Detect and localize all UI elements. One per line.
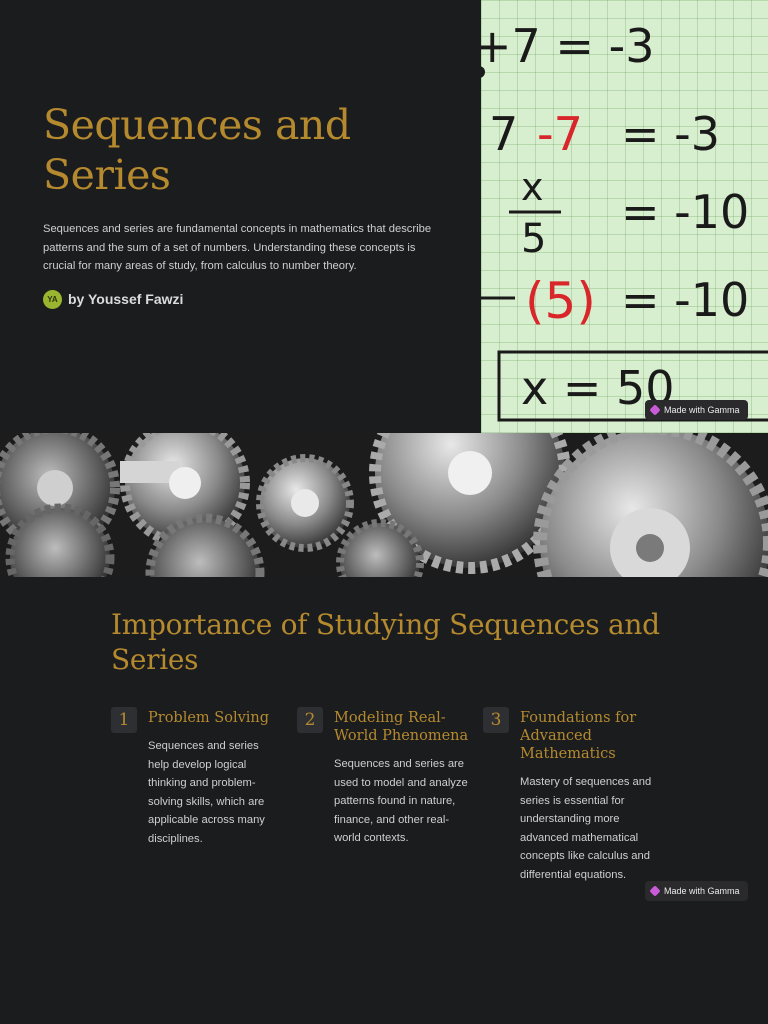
equation-line-3-rhs: = -10 xyxy=(621,185,749,239)
slide-title: Sequences and Series xyxy=(43,100,443,200)
author-name: by Youssef Fawzi xyxy=(68,291,184,307)
equation-line-2-a: 7 xyxy=(489,107,518,161)
list-item: 1 Problem Solving Sequences and series h… xyxy=(111,707,291,848)
author-byline: YA by Youssef Fawzi xyxy=(43,289,443,309)
equation-line-4-paren: (5) xyxy=(525,272,596,330)
item-description: Mastery of sequences and series is essen… xyxy=(520,776,652,881)
slide-title-line-2: Series xyxy=(43,151,171,199)
gears-image xyxy=(0,433,768,577)
badge-label: Made with Gamma xyxy=(664,886,740,896)
list-item: 3 Foundations for Advanced Mathematics M… xyxy=(483,707,663,884)
importance-slide: Importance of Studying Sequences and Ser… xyxy=(0,577,768,1024)
answer-box xyxy=(497,350,768,422)
title-slide: Sequences and Series Sequences and serie… xyxy=(0,0,768,433)
slide-title-line-1: Sequences and xyxy=(43,101,351,149)
made-with-gamma-badge[interactable]: Made with Gamma xyxy=(645,881,748,901)
avatar: YA xyxy=(43,289,62,309)
item-title: Modeling Real-World Phenomena xyxy=(334,710,469,744)
item-title: Problem Solving xyxy=(148,710,270,726)
equation-line-2-b: -7 xyxy=(537,107,583,161)
margin-mark xyxy=(481,66,485,78)
slide-2-title: Importance of Studying Sequences and Ser… xyxy=(111,608,660,676)
item-body: Modeling Real-World Phenomena Sequences … xyxy=(334,707,474,848)
item-body: Foundations for Advanced Mathematics Mas… xyxy=(520,707,660,884)
equation-line-4-rhs: = -10 xyxy=(621,273,749,327)
item-description: Sequences and series are used to model a… xyxy=(334,758,468,844)
item-number-badge: 3 xyxy=(483,707,509,733)
gamma-logo-icon xyxy=(649,404,661,416)
badge-label: Made with Gamma xyxy=(664,405,740,415)
fraction-denominator: 5 xyxy=(521,216,546,262)
equation-line-2-c: = -3 xyxy=(621,107,720,161)
math-equation-image: +7 = -3 7 -7 = -3 x 5 = -10 (5) = -10 x … xyxy=(481,0,768,433)
slide-description: Sequences and series are fundamental con… xyxy=(43,223,432,272)
made-with-gamma-badge[interactable]: Made with Gamma xyxy=(645,400,748,420)
item-description: Sequences and series help develop logica… xyxy=(148,740,265,845)
item-number-badge: 1 xyxy=(111,707,137,733)
item-body: Problem Solving Sequences and series hel… xyxy=(148,707,278,848)
equation-line-1: +7 = -3 xyxy=(481,19,654,73)
item-number-badge: 2 xyxy=(297,707,323,733)
gamma-logo-icon xyxy=(649,885,661,897)
fraction-numerator: x xyxy=(521,165,544,209)
title-slide-text: Sequences and Series Sequences and serie… xyxy=(43,100,443,309)
list-item: 2 Modeling Real-World Phenomena Sequence… xyxy=(297,707,477,848)
gears-illustration xyxy=(0,433,768,577)
item-title: Foundations for Advanced Mathematics xyxy=(520,710,637,762)
gear-cluster xyxy=(0,433,768,577)
handwritten-equations: +7 = -3 7 -7 = -3 x 5 = -10 (5) = -10 x … xyxy=(481,19,768,422)
